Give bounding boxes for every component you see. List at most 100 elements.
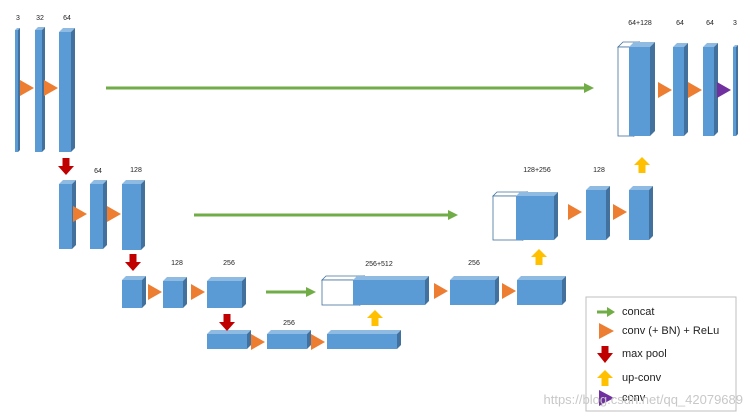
label-enc2-c2: 128: [130, 167, 142, 174]
block-dec1-upconv-side: [650, 42, 655, 136]
block-enc2-conv1-front: [90, 184, 103, 249]
label-enc3-c2: 256: [223, 260, 235, 267]
legend-maxpool-icon: [597, 346, 613, 363]
block-dec1-conv1-front: [673, 47, 684, 136]
block-bottleneck-conv2-top: [327, 330, 401, 334]
block-enc2-conv2-front: [122, 184, 141, 250]
maxpool-arrow-1-shaft: [62, 158, 70, 167]
block-enc3-pool-side: [142, 276, 146, 308]
block-output-top: [733, 45, 738, 47]
operation-arrows: [20, 80, 731, 350]
block-dec2-conv2-top: [629, 186, 653, 190]
block-enc2-conv2-top: [122, 180, 145, 184]
maxpool-arrow-3: [219, 314, 235, 331]
upconv-arrow-3-head: [367, 310, 383, 318]
concat-arrow-level1-head: [584, 83, 594, 93]
block-dec2-conv2-side: [649, 186, 653, 240]
block-dec3-upconv: [353, 276, 429, 305]
block-enc1-conv2-front: [59, 32, 71, 152]
block-enc3-pool-top: [122, 276, 146, 280]
label-dec1-c1: 64: [676, 20, 684, 27]
maxpool-arrow-2-head: [125, 262, 141, 271]
block-dec3-conv2-top: [517, 276, 566, 280]
block-enc3-conv1-top: [163, 277, 187, 281]
conv-arrow-enc2-1: [73, 206, 87, 222]
block-enc3-conv1-side: [183, 277, 187, 308]
maxpool-arrow-3-shaft: [223, 314, 231, 323]
block-dec2-conv1-side: [606, 186, 610, 240]
block-enc1-conv1-top: [35, 27, 45, 30]
concat-arrow-level2: [194, 210, 458, 220]
block-bottleneck-conv1-side: [307, 330, 311, 349]
maxpool-arrow-2: [125, 254, 141, 271]
concat-arrow-level3-head: [306, 287, 316, 297]
block-dec1-conv1: [673, 43, 688, 136]
block-enc1-conv1: [35, 27, 45, 152]
conv-arrow-enc2-2: [107, 206, 121, 222]
label-dec1-c2: 64: [706, 20, 714, 27]
block-dec2-upconv-top: [516, 192, 558, 196]
conv-arrow-enc3-1: [148, 284, 162, 300]
label-dec2-out: 128: [593, 167, 605, 174]
block-dec3-conv1-top: [450, 276, 499, 280]
conv-arrow-enc1-2: [44, 80, 58, 96]
block-bottleneck-conv1: [267, 330, 311, 349]
label-enc1-in: 3: [16, 15, 20, 22]
concat-arrow-level2-head: [448, 210, 458, 220]
block-enc2-conv1-side: [103, 180, 107, 249]
concat-arrow-level1: [106, 83, 594, 93]
block-enc1-conv1-side: [42, 27, 45, 152]
block-output: [733, 45, 738, 136]
block-dec3-upconv-top: [353, 276, 429, 280]
block-dec3-upconv-side: [425, 276, 429, 305]
block-dec1-upconv-top: [629, 42, 655, 47]
block-enc3-conv2: [207, 277, 246, 308]
legend-maxpool-icon-head: [597, 353, 613, 363]
block-enc1-conv2: [59, 28, 75, 152]
legend-final-conv-label: conv: [622, 392, 646, 404]
conv-arrow-dec1-1: [658, 82, 672, 98]
block-dec2-upconv-front: [516, 196, 554, 240]
block-enc1-conv1-front: [35, 30, 42, 152]
label-dec1-concat: 64+128: [628, 20, 652, 27]
legend-upconv-icon-shaft: [601, 378, 609, 386]
upconv-arrow-2-head: [531, 249, 547, 257]
legend-concat-icon: [597, 307, 615, 317]
block-enc1-conv2-side: [71, 28, 75, 152]
block-enc3-conv2-top: [207, 277, 246, 281]
legend-upconv-icon-head: [597, 370, 613, 378]
upconv-arrow-3: [367, 310, 383, 326]
block-output-side: [736, 45, 738, 136]
conv-arrow-bottleneck-1: [251, 334, 265, 350]
block-enc3-conv2-front: [207, 281, 242, 308]
maxpool-arrow-3-head: [219, 322, 235, 331]
block-bottleneck-pool-top: [207, 330, 251, 334]
upconv-arrow-1: [634, 157, 650, 173]
label-bottleneck: 256: [283, 320, 295, 327]
block-bottleneck-conv1-front: [267, 334, 307, 349]
block-enc3-conv1-front: [163, 281, 183, 308]
legend-upconv-icon: [597, 370, 613, 386]
block-dec1-conv1-side: [684, 43, 688, 136]
block-bottleneck-pool-front: [207, 334, 247, 349]
label-dec2-concat: 128+256: [523, 167, 551, 174]
upconv-arrow-2: [531, 249, 547, 265]
block-dec3-conv1-side: [495, 276, 499, 305]
block-dec3-conv2: [517, 276, 566, 305]
legend-final-conv-icon: [599, 390, 614, 406]
block-enc3-conv2-side: [242, 277, 246, 308]
concat-arrow-level3: [266, 287, 316, 297]
legend-conv-label: conv (+ BN) + ReLu: [622, 325, 719, 337]
watermark: https://blog.csdn.net/qq_42079689: [544, 392, 744, 407]
conv-arrow-enc1-1: [20, 80, 34, 96]
block-dec3-conv2-front: [517, 280, 562, 305]
block-enc1-input-side: [18, 28, 20, 152]
feature-map-blocks: [15, 27, 738, 349]
legend-maxpool-icon-shaft: [601, 346, 609, 354]
block-dec3-conv2-side: [562, 276, 566, 305]
block-dec2-upconv-side: [554, 192, 558, 240]
block-bottleneck-conv2: [327, 330, 401, 349]
block-enc2-conv1: [90, 180, 107, 249]
block-dec1-conv2-side: [714, 43, 718, 136]
